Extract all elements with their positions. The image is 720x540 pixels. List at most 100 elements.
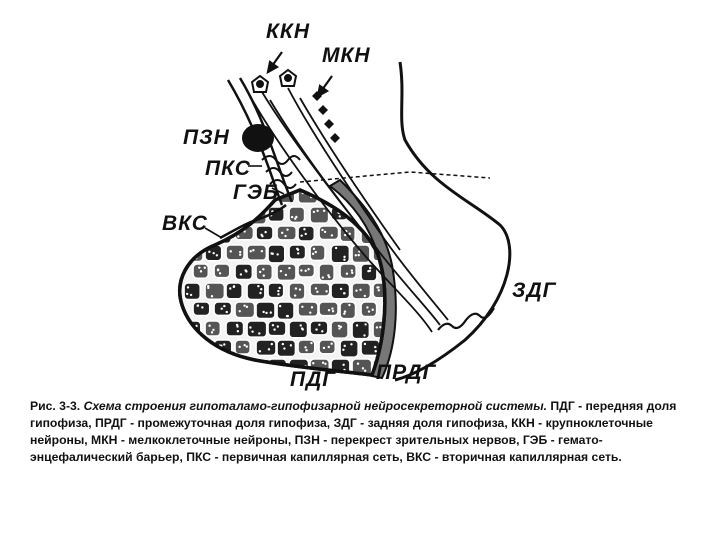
cell-granule xyxy=(201,306,204,309)
cell-granule xyxy=(200,344,203,347)
hypothalamus-outline xyxy=(394,61,512,382)
cell-granule xyxy=(331,307,334,310)
gland-cell xyxy=(360,263,378,282)
gland-cell xyxy=(255,225,274,241)
cell-granule xyxy=(207,285,210,288)
cell-granule xyxy=(234,369,237,373)
cell-granule xyxy=(284,273,288,277)
cell-granule xyxy=(262,268,265,271)
cell-granule xyxy=(221,191,224,195)
cell-granule xyxy=(374,350,377,353)
cell-granule xyxy=(228,360,232,364)
cell-granule xyxy=(359,288,362,291)
cell-granule xyxy=(348,232,351,235)
cell-granule xyxy=(369,266,372,270)
cell-granule xyxy=(383,217,385,220)
cell-granule xyxy=(299,324,302,327)
cell-granule xyxy=(281,342,285,346)
posterior-lobe-fiber xyxy=(437,307,495,331)
cell-granule xyxy=(265,311,268,315)
cell-granule xyxy=(343,310,347,313)
cell-granule xyxy=(350,343,353,346)
cell-granule xyxy=(379,326,382,329)
gland-cell xyxy=(246,282,266,301)
optic-chiasm xyxy=(242,124,274,152)
cell-granule xyxy=(311,252,315,256)
cell-granule xyxy=(355,324,359,327)
cell-granule xyxy=(280,231,284,235)
cell-granule xyxy=(300,327,304,330)
gland-cell xyxy=(318,301,339,317)
cell-granule xyxy=(301,305,304,308)
cell-granule xyxy=(214,214,218,217)
cell-granule xyxy=(238,210,241,214)
cell-granule xyxy=(296,247,299,250)
cell-granule xyxy=(298,288,302,291)
cell-granule xyxy=(367,269,370,273)
figure-caption: Рис. 3-3. Схема строения гипоталамо-гипо… xyxy=(30,398,698,466)
cell-granule xyxy=(327,274,330,277)
cell-granule xyxy=(395,234,397,236)
cell-granule xyxy=(294,217,297,220)
cell-granule xyxy=(363,342,367,346)
cell-granule xyxy=(348,303,351,307)
cell-granule xyxy=(324,193,327,196)
cell-granule xyxy=(215,254,219,257)
cell-granule xyxy=(300,234,303,237)
cell-granule xyxy=(342,348,345,351)
gland-cell xyxy=(267,244,286,264)
cell-granule xyxy=(304,269,307,273)
cell-granule xyxy=(249,250,252,253)
label-kkn: ККН xyxy=(266,20,310,43)
cell-granule xyxy=(282,190,286,193)
cell-granule xyxy=(304,232,307,236)
cell-granule xyxy=(312,362,315,365)
cell-granule xyxy=(369,195,372,199)
primary-capillary-net xyxy=(261,155,301,189)
cell-granule xyxy=(381,216,385,220)
cell-granule xyxy=(271,252,274,255)
gland-cell xyxy=(276,225,298,241)
cell-granule xyxy=(371,197,375,201)
cell-granule xyxy=(366,306,369,309)
cell-granule xyxy=(243,344,246,347)
cell-granule xyxy=(249,363,252,366)
cell-granule xyxy=(195,349,198,352)
cell-granule xyxy=(286,228,289,231)
cell-granule xyxy=(338,215,341,218)
gland-cell xyxy=(351,244,371,264)
cell-granule xyxy=(186,363,189,366)
cell-granule xyxy=(334,246,338,250)
cell-granule xyxy=(321,361,325,364)
cell-granule xyxy=(361,367,365,370)
cell-granule xyxy=(210,331,214,334)
cell-granule xyxy=(272,367,275,371)
gland-cell xyxy=(360,301,378,318)
cell-granule xyxy=(380,218,384,221)
cell-granule xyxy=(310,306,314,309)
cell-granule xyxy=(193,250,197,253)
cell-granule xyxy=(250,364,254,368)
cell-granule xyxy=(252,214,255,217)
cell-granule xyxy=(363,334,366,337)
cell-granule xyxy=(223,304,226,308)
gland-cell xyxy=(309,282,331,297)
cell-granule xyxy=(386,193,388,195)
cell-granule xyxy=(321,330,324,333)
cell-granule xyxy=(252,249,255,252)
cell-granule xyxy=(310,341,313,345)
gland-cell xyxy=(276,301,295,321)
cell-granule xyxy=(223,229,226,232)
gland-cell xyxy=(309,320,329,336)
cell-granule xyxy=(363,369,367,372)
cell-granule xyxy=(249,362,253,366)
gland-cell xyxy=(246,244,268,262)
gland-cell xyxy=(288,206,306,224)
cell-granule xyxy=(304,346,307,349)
cell-granule xyxy=(328,196,331,200)
cell-granule xyxy=(354,254,357,257)
cell-granule xyxy=(225,310,228,314)
cell-granule xyxy=(303,228,306,231)
cell-granule xyxy=(187,331,190,334)
gland-cell xyxy=(204,320,222,337)
